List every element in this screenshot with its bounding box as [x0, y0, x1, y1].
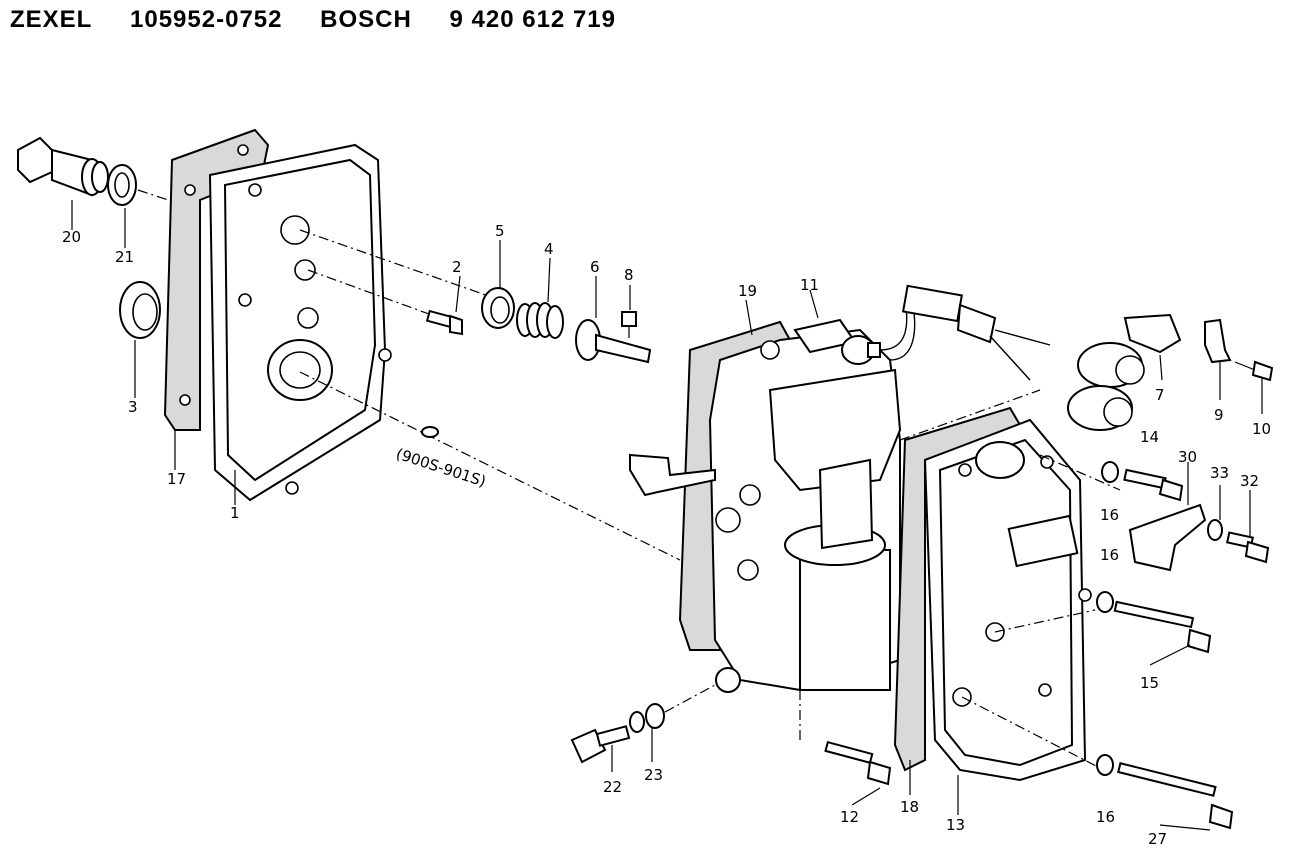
- callout-5: 5: [495, 222, 505, 240]
- part-15-long-bolt: [1113, 600, 1212, 654]
- part-1-cover-plate: [208, 143, 392, 502]
- callout-16-b: 16: [1100, 546, 1119, 564]
- part-11-solenoid: [793, 318, 881, 365]
- part-16-washer-c: [1096, 754, 1114, 776]
- brand-zexel: ZEXEL: [10, 6, 93, 33]
- callout-18: 18: [900, 798, 919, 816]
- part-23-washers: [629, 703, 665, 733]
- callout-15: 15: [1140, 674, 1159, 692]
- connector-harness: [879, 284, 1145, 431]
- part-27-long-bolt: [1117, 762, 1234, 830]
- callout-10: 10: [1252, 420, 1271, 438]
- callout-1: 1: [230, 504, 240, 522]
- callout-19: 19: [738, 282, 757, 300]
- callout-11: 11: [800, 276, 819, 294]
- part-32-bolt: [1226, 531, 1270, 564]
- callout-23: 23: [644, 766, 663, 784]
- part-9-clamp: [1204, 318, 1232, 364]
- callout-27: 27: [1148, 830, 1167, 848]
- part-7-terminal: [1123, 313, 1182, 354]
- part-13-cover: [923, 418, 1092, 782]
- part-10-screw: [1234, 360, 1274, 382]
- part-number-zexel: 105952-0752: [130, 6, 283, 33]
- callout-9: 9: [1214, 406, 1224, 424]
- part-6-plunger: [575, 319, 652, 364]
- callout-33: 33: [1210, 464, 1229, 482]
- callout-6: 6: [590, 258, 600, 276]
- part-2-bolt: [425, 309, 463, 336]
- brand-bosch: BOSCH: [320, 6, 412, 33]
- callout-32: 32: [1240, 472, 1259, 490]
- part-17-gasket: [163, 128, 270, 431]
- callout-12: 12: [840, 808, 859, 826]
- part-8-screw: [621, 311, 637, 338]
- part-30-bracket: [1128, 503, 1207, 572]
- part-16-washer-b: [1096, 591, 1114, 613]
- callout-3: 3: [128, 398, 138, 416]
- callout-22: 22: [603, 778, 622, 796]
- part-3-seal: [119, 281, 161, 339]
- callout-13: 13: [946, 816, 965, 834]
- part-22-bolt: [570, 725, 631, 764]
- part-20-sensor-plug: [17, 136, 109, 197]
- part-14-bolt: [1123, 468, 1184, 502]
- callout-2: 2: [452, 258, 462, 276]
- callout-17: 17: [167, 470, 186, 488]
- part-12-bolt: [824, 740, 892, 786]
- callout-20: 20: [62, 228, 81, 246]
- mount-nut: [715, 667, 741, 693]
- callout-16-c: 16: [1096, 808, 1115, 826]
- header: ZEXEL 105952-0752 BOSCH 9 420 612 719: [10, 6, 646, 46]
- small-o-ring: [421, 426, 439, 438]
- part-number-bosch: 9 420 612 719: [449, 6, 616, 33]
- callout-21: 21: [115, 248, 134, 266]
- part-4-spring: [516, 302, 564, 339]
- callout-14: 14: [1140, 428, 1159, 446]
- callout-note-900s: (900S-901S): [394, 445, 488, 491]
- part-18-gasket: [893, 406, 1022, 772]
- callout-30: 30: [1178, 448, 1197, 466]
- lever-bracket: [629, 453, 716, 497]
- part-33-washer: [1207, 519, 1223, 541]
- callout-7: 7: [1155, 386, 1165, 404]
- callout-8: 8: [624, 266, 634, 284]
- pump-body-center: [708, 328, 902, 692]
- callout-4: 4: [544, 240, 554, 258]
- part-16-washer-a: [1101, 461, 1119, 483]
- callout-16-a: 16: [1100, 506, 1119, 524]
